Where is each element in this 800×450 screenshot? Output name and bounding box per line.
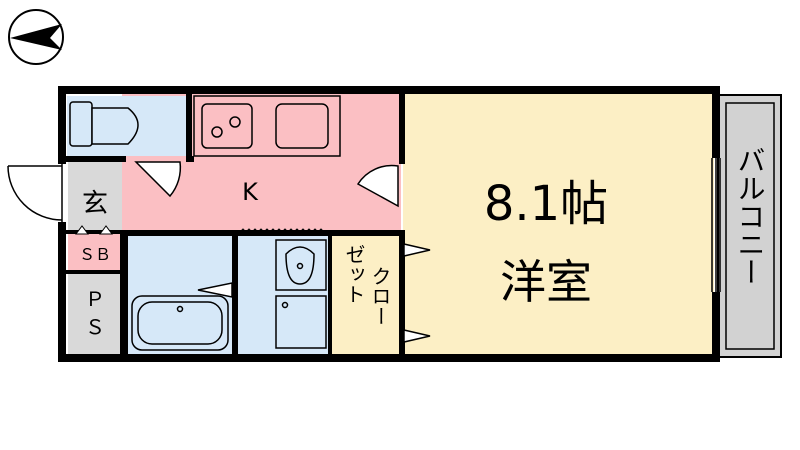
closet-label-col1: クロー <box>368 266 392 326</box>
closet-doors <box>399 243 431 343</box>
pipe-space-label-1: Ｐ <box>85 287 105 311</box>
north-arrow-icon <box>8 9 64 65</box>
window-east <box>711 158 721 292</box>
walls <box>58 86 720 362</box>
western-room-size: 8.1帖 <box>484 176 608 232</box>
sink-icon <box>275 103 329 149</box>
entrance-label: 玄 <box>82 189 108 219</box>
shoe-box-label: ＳＢ <box>79 245 111 264</box>
entrance-area <box>68 162 122 230</box>
closet-label-col2: ゼット <box>342 244 366 304</box>
toilet-icon <box>69 101 139 147</box>
bathroom-door <box>197 282 233 298</box>
closet-area <box>332 236 400 354</box>
western-room <box>403 92 714 356</box>
stove-icon <box>201 103 253 149</box>
toilet-door <box>134 161 182 198</box>
balcony-label: バルコニー <box>734 146 767 286</box>
pipe-space-area <box>68 274 122 354</box>
bathtub-icon <box>131 295 229 351</box>
kitchen-counter <box>193 95 341 157</box>
pipe-space-label-2: Ｓ <box>85 315 105 339</box>
washing-machine-pan <box>275 295 327 349</box>
room-door <box>356 164 399 208</box>
shoe-box-doors <box>75 225 113 235</box>
bathroom <box>128 236 232 354</box>
western-room-name: 洋室 <box>500 255 592 309</box>
washroom-curtain <box>239 228 325 233</box>
washbasin-icon <box>275 239 327 291</box>
entrance-door <box>7 164 63 222</box>
shoe-box-area <box>68 234 122 270</box>
kitchen-label: K <box>242 178 259 206</box>
balcony <box>717 94 782 358</box>
washroom <box>238 236 330 354</box>
